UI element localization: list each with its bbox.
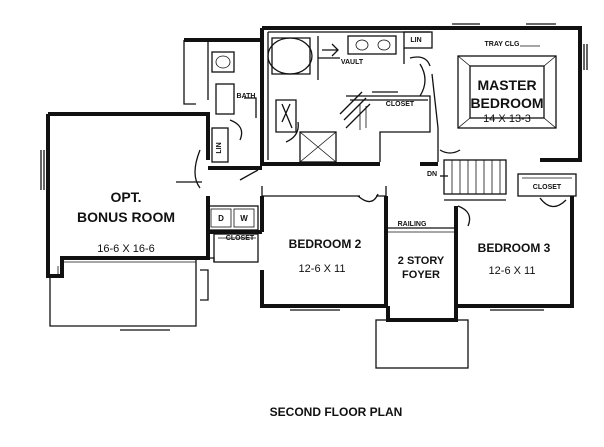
bedroom-3-dims: 12-6 X 11 [489,265,536,277]
lin-top-label: LIN [410,37,421,44]
lin-left-label: LIN [216,142,223,153]
closet-bed3-label: CLOSET [533,184,562,191]
master-bedroom-label-2: BEDROOM [470,95,543,111]
tray-ceiling-label: TRAY CLG [484,41,520,48]
hall-wall-lower [261,186,387,196]
bonus-room-dims: 16-6 X 16-6 [97,243,154,255]
master-bedroom [419,23,588,162]
bedroom-3 [454,196,574,311]
foyer-label-2: FOYER [402,269,440,281]
laundry-area [196,205,262,301]
bedroom-3-label: BEDROOM 3 [478,241,551,255]
closet-master-label: CLOSET [386,101,415,108]
dryer-label: D [218,214,224,223]
stair-dn-label: DN [427,171,437,178]
master-bedroom-label-1: MASTER [477,77,536,93]
master-bedroom-dims: 14 X 13-3 [483,113,531,125]
master-bath [260,26,438,166]
railing-label: RAILING [398,221,427,228]
closet-bed2-label: CLOSET [226,235,255,242]
hall-bath-area [183,38,264,181]
bedroom3-closet [517,173,577,208]
bonus-room-label-1: OPT. [110,189,141,205]
foyer-label-1: 2 STORY [398,255,445,267]
linen-closet-top [403,31,433,67]
master-closet [339,91,431,162]
washer-label: W [240,214,248,223]
vault-label: VAULT [341,59,364,66]
bedroom-2 [260,193,388,311]
two-story-foyer [375,227,469,369]
bonus-room-label-2: BONUS ROOM [77,209,175,225]
plan-title: SECOND FLOOR PLAN [270,405,403,419]
bedroom-2-dims: 12-6 X 11 [299,263,346,275]
bath-label: BATH [237,93,256,100]
stair-down [440,159,507,201]
bedroom-2-label: BEDROOM 2 [289,237,362,251]
